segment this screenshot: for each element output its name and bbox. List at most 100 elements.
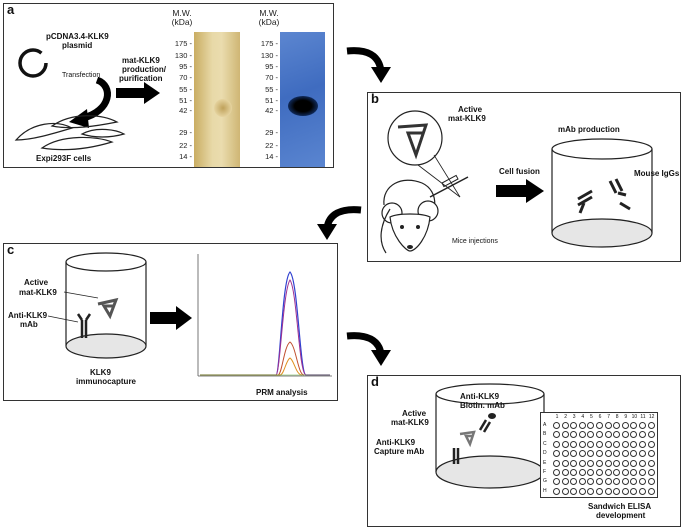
mouse-igg-label: Mouse IgGs [634, 169, 680, 178]
gel-tick-130: 130 - [174, 51, 192, 60]
plate-well [561, 459, 569, 467]
mw-label-gel: M.W. (kDa) [168, 9, 196, 27]
panel-b-label: b [371, 91, 379, 106]
plate-well [647, 469, 655, 476]
plate-well [587, 487, 595, 495]
active-label-c-line2: mat-KLK9 [19, 288, 57, 297]
plate-col-11: 11 [640, 414, 646, 420]
plate-well [647, 459, 655, 467]
anti-pointer-c [47, 315, 79, 323]
culture-well-icon [551, 138, 653, 248]
plate-well [621, 431, 629, 439]
plate-well [578, 478, 586, 486]
biotin-label-line2: Biotin. mAb [460, 401, 505, 410]
plate-col-4: 4 [581, 414, 585, 420]
plate-well [604, 431, 612, 439]
plate-well [596, 422, 603, 429]
gel-tick-29: 29 - [179, 128, 192, 137]
plate-well [587, 469, 595, 476]
plate-well [578, 450, 586, 458]
plate-well [553, 487, 560, 495]
mouse-icon [380, 174, 469, 254]
plate-well [647, 431, 655, 439]
gel-tick-42: 42 - [179, 106, 192, 115]
plate-well [647, 487, 655, 495]
plate-row-G: G [543, 478, 547, 485]
plate-well [570, 450, 578, 458]
panel-a-label: a [7, 2, 15, 17]
gel-tick-14: 14 - [179, 152, 192, 161]
plate-well [613, 459, 621, 467]
capture-label-d-line2: Capture mAb [374, 447, 425, 456]
plate-well [553, 431, 560, 439]
plate-well [570, 431, 578, 439]
plate-col-12: 12 [648, 414, 655, 420]
mab-production-label: mAb production [558, 125, 620, 134]
panel-c-label: c [7, 242, 15, 257]
plate-well [613, 469, 621, 476]
blot-tick-29: 29 - [265, 128, 278, 137]
panel-b: b Active mat-KLK9 Mice injections Cell f… [367, 91, 681, 262]
prm-chromatogram [197, 254, 332, 377]
prm-analysis-label: PRM analysis [256, 388, 308, 397]
panel-c: c Active mat-KLK9 Anti-KLK9 mAb KLK9 imm… [3, 242, 338, 401]
production-arrow-icon [116, 82, 160, 104]
plate-well [578, 440, 586, 448]
biotin-label-line1: Anti-KLK9 [460, 392, 500, 401]
plate-col-10: 10 [631, 414, 638, 420]
plate-well [561, 431, 569, 439]
plate-well [647, 440, 655, 448]
active-pointer-c [63, 291, 99, 299]
plate-col-1: 1 [555, 414, 559, 420]
panel-d: d Anti-KLK9 Biotin. mAb Active mat-KLK9 … [367, 374, 681, 527]
plate-col-5: 5 [590, 414, 593, 420]
plate-well [621, 459, 629, 467]
plate-well [553, 422, 560, 429]
plate-well [570, 469, 578, 476]
western-blot [280, 32, 325, 167]
plate-well [639, 487, 646, 495]
mice-injections-label: Mice injections [452, 238, 498, 245]
plate-well [561, 487, 569, 495]
plate-row-C: C [543, 440, 547, 447]
plate-col-8: 8 [615, 414, 619, 420]
plate-well [553, 459, 560, 467]
plate-col-2: 2 [564, 414, 567, 420]
plate-well [613, 450, 621, 458]
gel-tick-175: 175 - [174, 39, 192, 48]
production-label-line3: purification [119, 74, 163, 83]
plate-well [596, 450, 603, 458]
plate-well [604, 450, 612, 458]
plate-well [570, 478, 578, 486]
protein-zoom-icon [387, 110, 461, 198]
plate-row-F: F [543, 469, 547, 475]
capture-label-d-line1: Anti-KLK9 [376, 438, 416, 447]
analysis-arrow-icon [150, 306, 192, 330]
active-label-d-line1: Active [402, 409, 427, 418]
plate-well [604, 478, 612, 486]
plate-well [578, 431, 586, 439]
plate-col-6: 6 [598, 414, 602, 420]
plate-well [639, 431, 646, 439]
plate-well [639, 459, 646, 467]
plate-well [621, 469, 629, 476]
elisa-label-line1: Sandwich ELISA [588, 502, 652, 511]
gel-tick-55: 55 - [179, 85, 192, 94]
mw-unit: (kDa) [171, 17, 193, 27]
plate-well [596, 440, 603, 448]
plate-well [578, 459, 586, 467]
plate-well [630, 440, 638, 448]
plate-row-E: E [543, 459, 547, 466]
capture-label-c-line2: immunocapture [76, 377, 137, 386]
gel-band [214, 99, 232, 117]
plate-well [639, 469, 646, 476]
plate-well [604, 487, 612, 495]
plasmid-ring-icon [18, 48, 48, 78]
plate-well [613, 478, 621, 486]
plate-well [578, 487, 586, 495]
plate-well [553, 478, 560, 486]
sandwich-well-icon [435, 383, 545, 489]
plate-well [578, 422, 586, 429]
plate-well [621, 422, 629, 429]
